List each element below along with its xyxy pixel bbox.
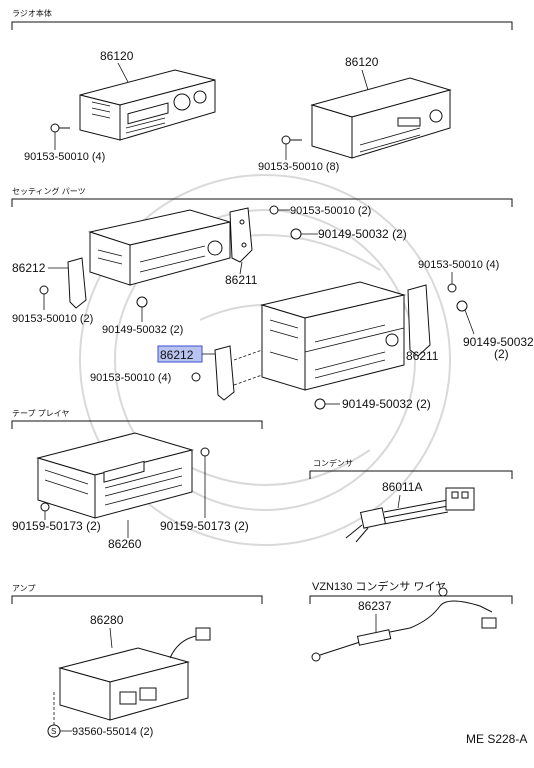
- label-amp-screw: 93560-55014 (2): [72, 726, 153, 738]
- condenser-wire[interactable]: [311, 587, 497, 662]
- label-bracket-highlight: 86212: [160, 348, 194, 362]
- label-radio-left-screw: 90153-50010 (4): [24, 151, 105, 163]
- bracket-86212-highlight[interactable]: [214, 345, 235, 401]
- section-radio: ラジオ本体: [11, 8, 513, 30]
- label-radio-right: 86120: [345, 55, 379, 69]
- label-tape-screw-right: 90159-50173 (2): [160, 519, 249, 533]
- label-wire: 86237: [358, 599, 392, 613]
- radio-unit-right[interactable]: [310, 77, 452, 159]
- section-label-vzn-wire: VZN130 コンデンサ ワイヤ: [312, 579, 446, 593]
- section-label-condenser: コンデンサ: [313, 458, 353, 468]
- section-tape-player: テープ プレイヤ: [11, 409, 263, 429]
- label-bottom-nut: 90149-50032 (2): [342, 397, 431, 411]
- highlight-box-86212[interactable]: 86212: [157, 345, 203, 363]
- label-bracket-left-nut: 90149-50032 (2): [102, 324, 183, 336]
- screw-bracket-highlight[interactable]: [191, 372, 201, 382]
- screw-set-top[interactable]: [269, 205, 279, 215]
- label-set-nut-top: 90149-50032 (2): [318, 227, 407, 241]
- label-right-nut: 90149-50032: [463, 335, 534, 349]
- screw-tape-right[interactable]: [200, 447, 210, 457]
- section-label-radio: ラジオ本体: [12, 8, 52, 18]
- section-label-setting-parts: セッティング パーツ: [12, 186, 86, 196]
- label-bracket-right-top: 86211: [225, 273, 258, 287]
- amp-unit[interactable]: [58, 627, 211, 721]
- bracket-86211-lower[interactable]: [407, 284, 431, 357]
- section-label-tape-player: テープ プレイヤ: [12, 409, 70, 418]
- label-bracket-left: 86212: [12, 261, 46, 275]
- section-label-amp: アンプ: [12, 584, 35, 593]
- amp-screw-symbol[interactable]: S: [47, 724, 61, 738]
- label-set-screw-top: 90153-50010 (2): [290, 205, 371, 217]
- section-vzn-wire: VZN130 コンデンサ ワイヤ: [309, 579, 513, 604]
- label-tape-player: 86260: [108, 537, 142, 551]
- setting-unit-upper[interactable]: [88, 209, 232, 286]
- nut-bottom[interactable]: [314, 398, 326, 410]
- label-radio-left: 86120: [100, 49, 134, 63]
- screw-right[interactable]: [447, 283, 457, 293]
- bracket-86212-left[interactable]: [67, 257, 87, 309]
- condenser-part[interactable]: [345, 487, 475, 543]
- label-radio-right-screw: 90153-50010 (8): [258, 161, 339, 173]
- tape-player-unit[interactable]: [36, 432, 194, 519]
- diagram-code: ME S228-A: [466, 732, 527, 746]
- section-amp: アンプ: [11, 584, 263, 604]
- amp-screw-mark: S: [51, 727, 56, 736]
- screw-radio-left[interactable]: [50, 123, 70, 133]
- label-right-nut-qty: (2): [494, 347, 509, 361]
- label-tape-screw-left: 90159-50173 (2): [12, 519, 101, 533]
- setting-unit-lower[interactable]: [260, 281, 406, 391]
- section-condenser: コンデンサ: [309, 458, 513, 479]
- bracket-86211-upper[interactable]: [229, 207, 253, 263]
- label-condenser: 86011A: [382, 480, 422, 494]
- radio-unit-left[interactable]: [79, 69, 216, 141]
- screw-radio-right[interactable]: [281, 135, 302, 145]
- label-amp: 86280: [90, 613, 124, 627]
- label-bracket-right-bottom: 86211: [406, 349, 439, 363]
- label-bracket-highlight-screw: 90153-50010 (4): [90, 372, 171, 384]
- nut-set-top[interactable]: [290, 228, 302, 240]
- label-right-screw: 90153-50010 (4): [418, 259, 499, 271]
- screw-tape-left[interactable]: [40, 502, 50, 512]
- screw-bracket-left[interactable]: [39, 285, 49, 295]
- nut-bracket-left[interactable]: [136, 296, 148, 308]
- section-setting-parts: セッティング パーツ: [11, 186, 513, 207]
- label-bracket-left-screw: 90153-50010 (2): [12, 313, 93, 325]
- nut-right[interactable]: [456, 300, 468, 312]
